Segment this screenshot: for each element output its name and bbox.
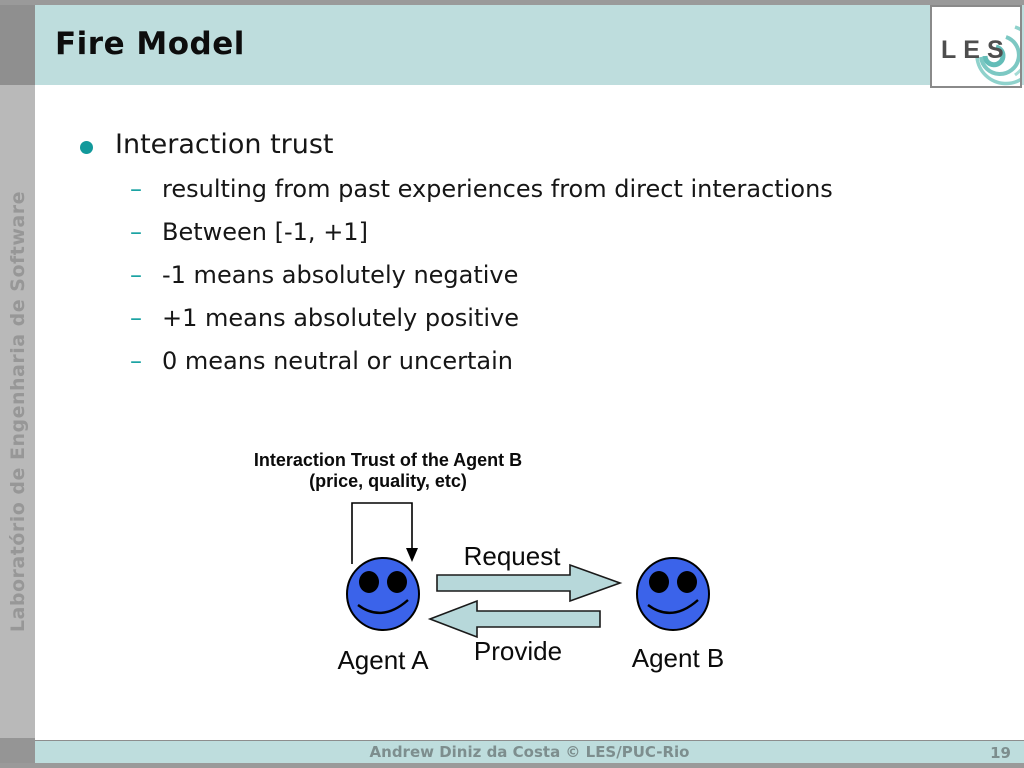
les-logo-swirl-icon [975, 19, 1020, 86]
sidebar-bottom-segment [0, 738, 35, 763]
dash-icon: – [130, 261, 142, 289]
sidebar: Laboratório de Engenharia de Software [0, 85, 35, 738]
sub-bullet-row: – resulting from past experiences from d… [130, 175, 833, 203]
provide-label: Provide [473, 636, 563, 666]
request-label: Request [463, 541, 561, 571]
diagram-caption: Interaction Trust of the Agent B (price,… [228, 450, 548, 492]
les-logo: LES [930, 5, 1022, 88]
sub-bullet-row: – 0 means neutral or uncertain [130, 347, 513, 375]
sub-bullet-row: – +1 means absolutely positive [130, 304, 519, 332]
agent-b-label: Agent B [631, 643, 725, 673]
sub-bullet-text: 0 means neutral or uncertain [162, 347, 513, 375]
main-bullet-row: Interaction trust [80, 129, 334, 160]
slide-top-border [0, 0, 1024, 5]
provide-arrow-icon [427, 599, 601, 639]
sub-bullet-row: – -1 means absolutely negative [130, 261, 518, 289]
bullet-icon [80, 141, 93, 154]
sidebar-top-segment [0, 5, 35, 85]
sub-bullet-text: Between [-1, +1] [162, 218, 368, 246]
slide-bottom-border [0, 763, 1024, 768]
request-arrow-icon [436, 563, 623, 603]
sub-bullet-text: +1 means absolutely positive [162, 304, 520, 332]
agent-a-label: Agent A [337, 645, 429, 675]
diagram-caption-line2: (price, quality, etc) [309, 471, 467, 491]
agent-a-face-icon [346, 557, 420, 631]
footer-bar: Andrew Diniz da Costa © LES/PUC-Rio 19 [35, 740, 1024, 763]
diagram-caption-line1: Interaction Trust of the Agent B [253, 450, 523, 470]
sidebar-vertical-label: Laboratório de Engenharia de Software [6, 190, 29, 633]
dash-icon: – [130, 347, 142, 375]
self-loop-arrow-icon [351, 502, 418, 564]
sub-bullet-text: resulting from past experiences from dir… [162, 175, 833, 203]
dash-icon: – [130, 304, 142, 332]
slide-content-area [35, 85, 1024, 738]
les-logo-text: LES [941, 36, 1011, 64]
dash-icon: – [130, 175, 142, 203]
footer-credit: Andrew Diniz da Costa © LES/PUC-Rio [369, 743, 690, 761]
header-band [35, 5, 1024, 85]
sub-bullet-text: -1 means absolutely negative [162, 261, 519, 289]
main-bullet-text: Interaction trust [115, 129, 334, 160]
slide-title: Fire Model [55, 26, 245, 62]
page-number: 19 [990, 744, 1011, 762]
sub-bullet-row: – Between [-1, +1] [130, 218, 368, 246]
agent-b-face-icon [636, 557, 710, 631]
dash-icon: – [130, 218, 142, 246]
